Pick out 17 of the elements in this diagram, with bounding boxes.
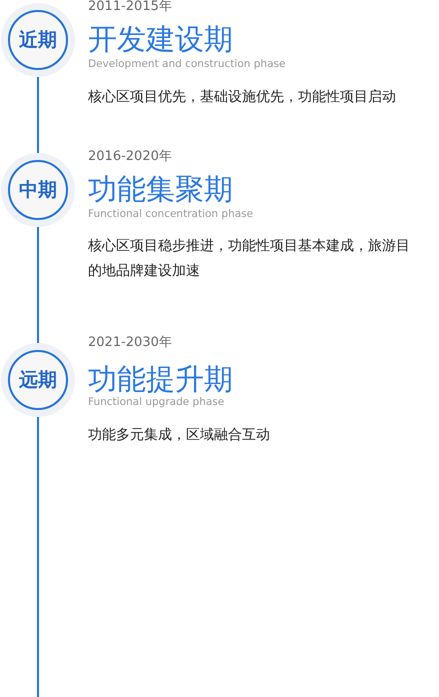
phase-subtitle: Functional upgrade phase (88, 396, 224, 408)
phase-title: 功能提升期 (88, 362, 233, 396)
timeline-line (37, 417, 39, 697)
timeline-line (37, 77, 39, 153)
phase-subtitle: Development and construction phase (88, 58, 286, 70)
year-text: 2016-2020年 (88, 148, 172, 165)
phase-title: 开发建设期 (88, 22, 233, 56)
phase-description: 功能多元集成，区域融合互动 (88, 426, 271, 445)
year-text: 2021-2030年 (88, 334, 172, 351)
phase-label: 中期 (19, 178, 57, 203)
phase-label: 近期 (19, 28, 57, 53)
phase-subtitle: Functional concentration phase (88, 208, 254, 220)
phase-description: 核心区项目优先，基础设施优先，功能性项目启动 (88, 88, 397, 107)
timeline-line (37, 227, 39, 343)
phase-title: 功能集聚期 (88, 172, 233, 206)
phase-label: 远期 (19, 368, 57, 393)
phase-description: 核心区项目稳步推进，功能性项目基本建成，旅游目的地品牌建设加速 (88, 237, 411, 281)
